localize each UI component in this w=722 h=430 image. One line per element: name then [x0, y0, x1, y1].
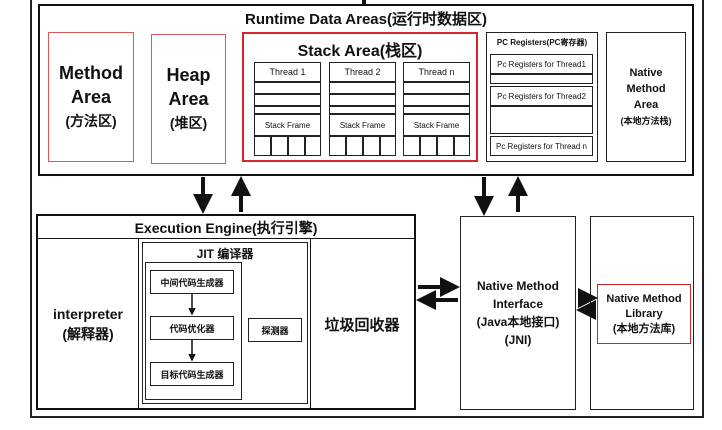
native-lib-line1: Native Method: [606, 292, 682, 305]
jit-title: JIT 编译器: [196, 247, 254, 261]
pc-register-slot: [490, 106, 593, 134]
stack-frame-label: Stack Frame: [403, 114, 470, 136]
stack-slot: [254, 82, 321, 94]
frame-cell: [271, 136, 288, 156]
frame-cell: [254, 136, 271, 156]
heap-area: Heap Area (堆区): [151, 34, 226, 164]
frame-cell: [288, 136, 305, 156]
native-area-line3: Area: [633, 99, 659, 111]
stack-frame-label: Stack Frame: [254, 114, 321, 136]
thread-name: Thread n: [403, 62, 470, 82]
jni-line3: (Java本地接口): [476, 315, 560, 329]
frame-cell: [346, 136, 363, 156]
interpreter-line2: (解释器): [62, 326, 114, 342]
outer-frame: [30, 0, 704, 418]
thread-column-n: Thread n Stack Frame: [403, 62, 470, 156]
pc-registers-title: PC Registers(PC寄存器): [496, 38, 588, 47]
execution-engine: [36, 214, 416, 410]
runtime-data-areas: [38, 4, 694, 176]
method-area-line2: Area: [70, 87, 112, 107]
jit-step-intermediate-code: 中间代码生成器: [150, 270, 234, 294]
stack-frame-label: Stack Frame: [329, 114, 396, 136]
jit-inner: [145, 262, 242, 400]
interpreter: interpreter (解释器): [38, 240, 138, 408]
stack-slot: [403, 94, 470, 106]
gc-divider: [310, 238, 311, 410]
interpreter-divider: [138, 238, 139, 410]
stack-slot: [403, 106, 470, 114]
native-method-library: Native Method Library (本地方法库): [597, 284, 691, 344]
jit-step-optimizer: 代码优化器: [150, 316, 234, 340]
stack-slot: [329, 94, 396, 106]
jit-profiler: 探测器: [248, 318, 302, 342]
pc-register-thread1: Pc Registers for Thread1: [490, 54, 593, 74]
heap-area-line3: (堆区): [169, 115, 208, 131]
heap-area-line2: Area: [168, 89, 209, 109]
runtime-title: Runtime Data Areas(运行时数据区): [245, 11, 487, 28]
jni-line2: Interface: [492, 297, 544, 311]
thread-name: Thread 2: [329, 62, 396, 82]
stack-slot: [329, 106, 396, 114]
native-area-line4: (本地方法栈): [620, 116, 672, 126]
stack-area-title: Stack Area(栈区): [297, 43, 423, 60]
frame-cell: [380, 136, 396, 156]
stack-slot: [329, 82, 396, 94]
pc-register-thread2: Pc Registers for Thread2: [490, 86, 593, 106]
method-area-line3: (方法区): [65, 113, 117, 129]
engine-divider: [36, 238, 416, 239]
frame-cell: [329, 136, 346, 156]
native-area-line2: Method: [626, 83, 666, 95]
method-area-line1: Method: [59, 63, 123, 83]
stack-slot: [254, 106, 321, 114]
jni-line4: (JNI): [504, 333, 532, 347]
native-lib-line2: Library: [625, 307, 663, 320]
heap-area-line1: Heap: [166, 65, 211, 85]
stack-area: [242, 32, 478, 162]
native-lib-line3: (本地方法库): [612, 322, 676, 335]
stack-slot: [254, 94, 321, 106]
frame-cell: [403, 136, 420, 156]
pc-register-thread-n: Pc Registers for Thread n: [490, 136, 593, 156]
jit-step-target-code: 目标代码生成器: [150, 362, 234, 386]
pc-registers: [486, 32, 598, 162]
frame-cell: [437, 136, 454, 156]
garbage-collector: 垃圾回收器: [324, 316, 400, 334]
native-method-area: Native Method Area (本地方法栈): [606, 32, 686, 162]
frame-cell: [363, 136, 380, 156]
thread-column-2: Thread 2 Stack Frame: [329, 62, 396, 156]
interpreter-line1: interpreter: [52, 306, 124, 322]
thread-column-1: Thread 1 Stack Frame: [254, 62, 321, 156]
stack-slot: [403, 82, 470, 94]
frame-cell: [305, 136, 321, 156]
native-method-interface: Native Method Interface (Java本地接口) (JNI): [460, 216, 576, 410]
frame-cell: [454, 136, 470, 156]
frame-cell: [420, 136, 437, 156]
thread-name: Thread 1: [254, 62, 321, 82]
method-area: Method Area (方法区): [48, 32, 134, 162]
jni-line1: Native Method: [476, 279, 559, 293]
jit-compiler: [142, 242, 308, 404]
pc-register-slot: [490, 74, 593, 84]
native-area-line1: Native: [629, 67, 663, 79]
execution-engine-title: Execution Engine(执行引擎): [134, 220, 318, 236]
